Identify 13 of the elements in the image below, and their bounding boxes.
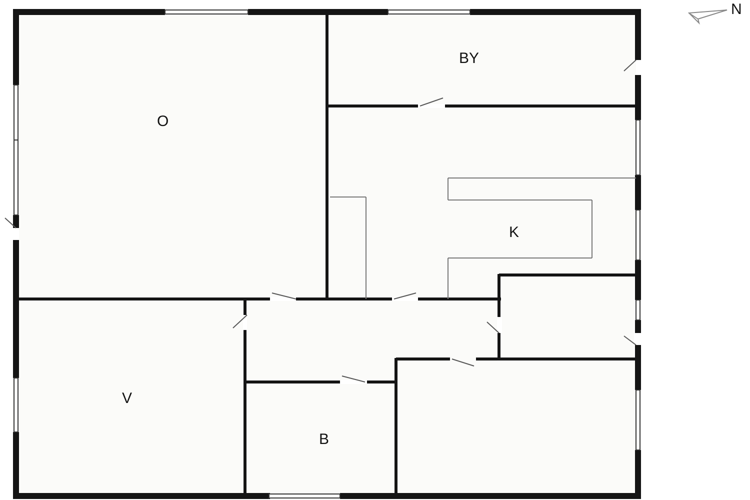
room-label: B bbox=[319, 431, 330, 448]
room-floor bbox=[329, 108, 636, 297]
room-label: V bbox=[122, 390, 132, 407]
room-label: K bbox=[509, 224, 520, 241]
room-floor bbox=[19, 301, 243, 494]
room-floor bbox=[247, 384, 394, 494]
room-floor bbox=[329, 15, 636, 104]
room-floor bbox=[502, 278, 634, 356]
room-floor bbox=[19, 15, 325, 297]
room-floor bbox=[398, 361, 636, 494]
room-label: BY bbox=[459, 50, 480, 67]
compass-letter: N bbox=[731, 1, 742, 18]
room-label: O bbox=[157, 113, 169, 130]
